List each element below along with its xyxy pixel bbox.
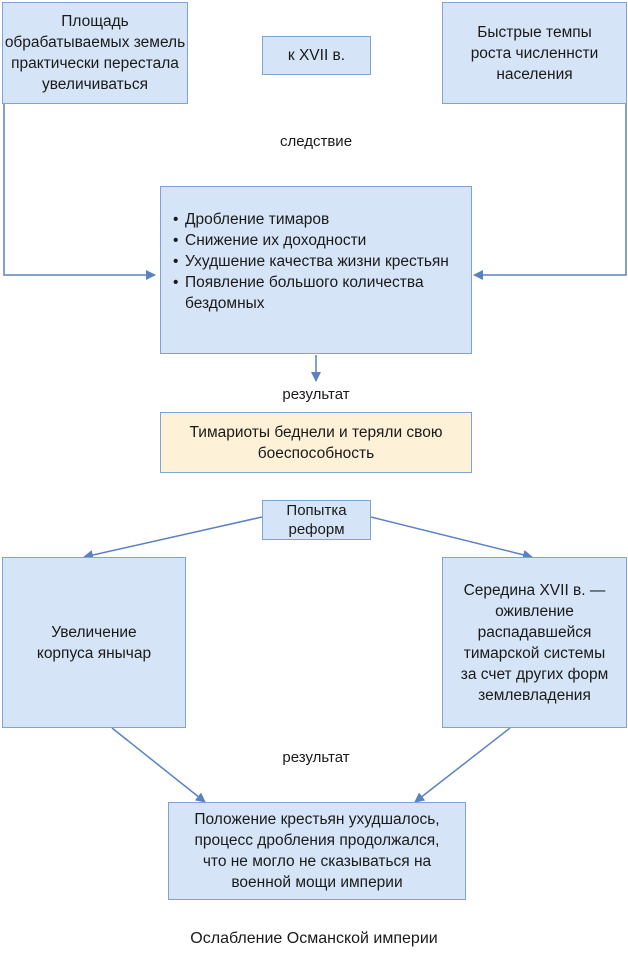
right-reform-box: Середина XVII в. — оживление распадавшей… bbox=[442, 557, 627, 728]
result-label-2: результат bbox=[282, 749, 350, 766]
top-center-text: к XVII в. bbox=[287, 47, 346, 64]
arrow-reform-to-right bbox=[370, 516, 533, 560]
caption: Ослабление Османской империи bbox=[190, 930, 438, 947]
right-reform-text: Середина XVII в. — оживление распадавшей… bbox=[460, 581, 609, 704]
result-box: Тимариоты беднели и теряли свою боеспосо… bbox=[160, 412, 472, 473]
consequence-item: Появление большого количества бездомных bbox=[173, 272, 457, 314]
final-box: Положение крестьян ухудшалось, процесс д… bbox=[168, 802, 466, 900]
arrow-reform-to-left bbox=[83, 516, 263, 560]
consequence-item: Снижение их доходности bbox=[173, 230, 457, 251]
arrow-top-left-to-consequences bbox=[3, 104, 156, 280]
consequences-list: Дробление тимаров Снижение их доходности… bbox=[173, 209, 457, 314]
arrow-right-to-final bbox=[414, 727, 511, 803]
consequences-box: Дробление тимаров Снижение их доходности… bbox=[160, 186, 472, 354]
top-right-text: Быстрые темпы роста численнсти населения bbox=[470, 23, 599, 83]
reform-attempt-box: Попытка реформ bbox=[262, 500, 371, 540]
reform-attempt-text: Попытка реформ bbox=[286, 502, 347, 538]
top-left-text: Площадь обрабатываемых земель практическ… bbox=[4, 13, 186, 93]
arrow-left-to-final bbox=[111, 727, 206, 803]
top-center-box: к XVII в. bbox=[262, 36, 371, 75]
consequence-label: следствие bbox=[279, 133, 353, 150]
consequence-item: Дробление тимаров bbox=[173, 209, 457, 230]
top-right-box: Быстрые темпы роста численнсти населения bbox=[442, 2, 627, 104]
final-text: Положение крестьян ухудшалось, процесс д… bbox=[194, 811, 440, 891]
top-left-box: Площадь обрабатываемых земель практическ… bbox=[2, 2, 188, 104]
arrow-top-right-to-consequences bbox=[473, 104, 627, 280]
left-reform-box: Увеличение корпуса янычар bbox=[2, 557, 186, 728]
result-text: Тимариоты беднели и теряли свою боеспосо… bbox=[189, 423, 443, 462]
result-label-1: результат bbox=[282, 386, 350, 403]
left-reform-text: Увеличение корпуса янычар bbox=[36, 623, 152, 662]
consequence-item: Ухудшение качества жизни крестьян bbox=[173, 251, 457, 272]
